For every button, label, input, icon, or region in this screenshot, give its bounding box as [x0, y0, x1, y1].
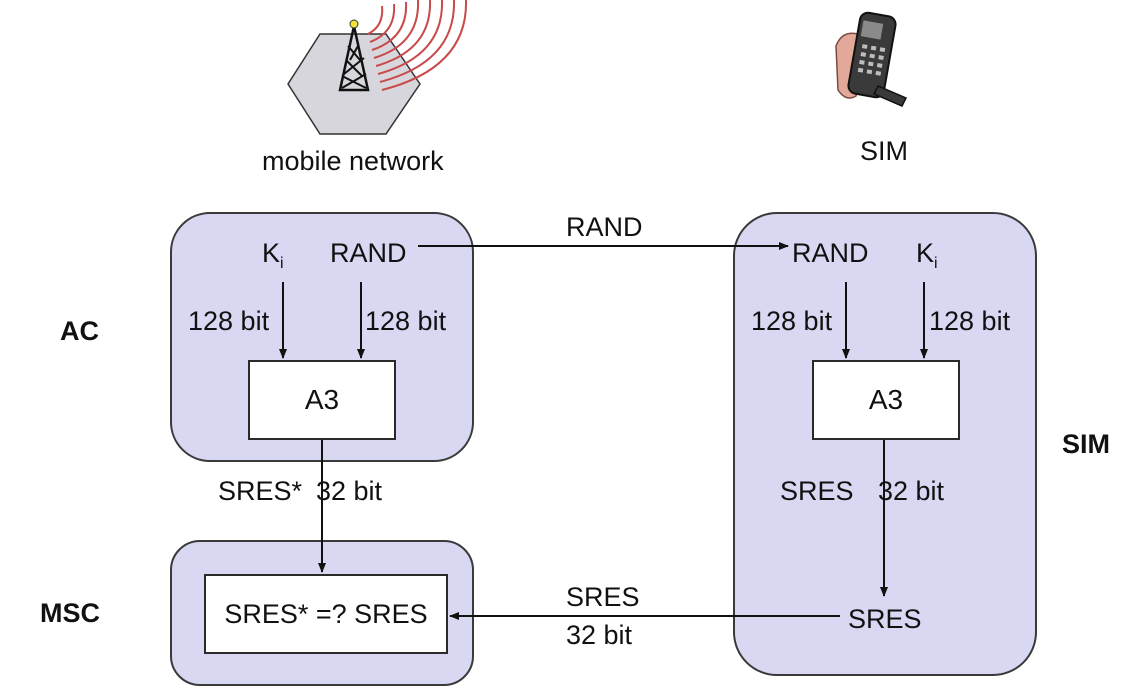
sim-sres-result-label: SRES	[848, 604, 922, 634]
sres-link-label: SRES	[566, 582, 640, 612]
mobile-phone-icon	[835, 11, 908, 107]
ac-rand-label: RAND	[330, 238, 407, 268]
rand-link-label: RAND	[566, 212, 643, 242]
ac-a3-box: A3	[248, 360, 396, 440]
sim-sres-label: SRES	[780, 476, 854, 506]
sim-sres-bits-label: 32 bit	[878, 476, 945, 506]
sim-ki-label: Ki	[916, 238, 938, 272]
ac-ki-bits-label: 128 bit	[188, 306, 270, 336]
sim-a3-label: A3	[868, 384, 904, 415]
ac-sres-bits-label: 32 bit	[316, 476, 383, 506]
ac-ki-label: Ki	[262, 238, 284, 272]
sim-a3-box: A3	[812, 360, 960, 440]
sim-rand-bits-label: 128 bit	[751, 306, 833, 336]
msc-compare-label: SRES* =? SRES	[224, 598, 428, 629]
sim-rand-label: RAND	[792, 238, 869, 268]
ac-rand-bits-label: 128 bit	[365, 306, 447, 336]
sim-side-label: SIM	[1062, 429, 1111, 459]
mobile-network-label: mobile network	[262, 146, 444, 176]
sim-ki-bits-label: 128 bit	[929, 306, 1011, 336]
sim-header-label: SIM	[860, 136, 909, 166]
sres-link-bits-label: 32 bit	[566, 620, 633, 650]
ac-sres-star-label: SRES*	[218, 476, 303, 506]
ac-a3-label: A3	[304, 384, 340, 415]
cell-tower-icon	[287, 0, 468, 135]
ac-side-label: AC	[60, 316, 99, 346]
msc-compare-box: SRES* =? SRES	[204, 574, 448, 654]
msc-side-label: MSC	[40, 598, 100, 628]
